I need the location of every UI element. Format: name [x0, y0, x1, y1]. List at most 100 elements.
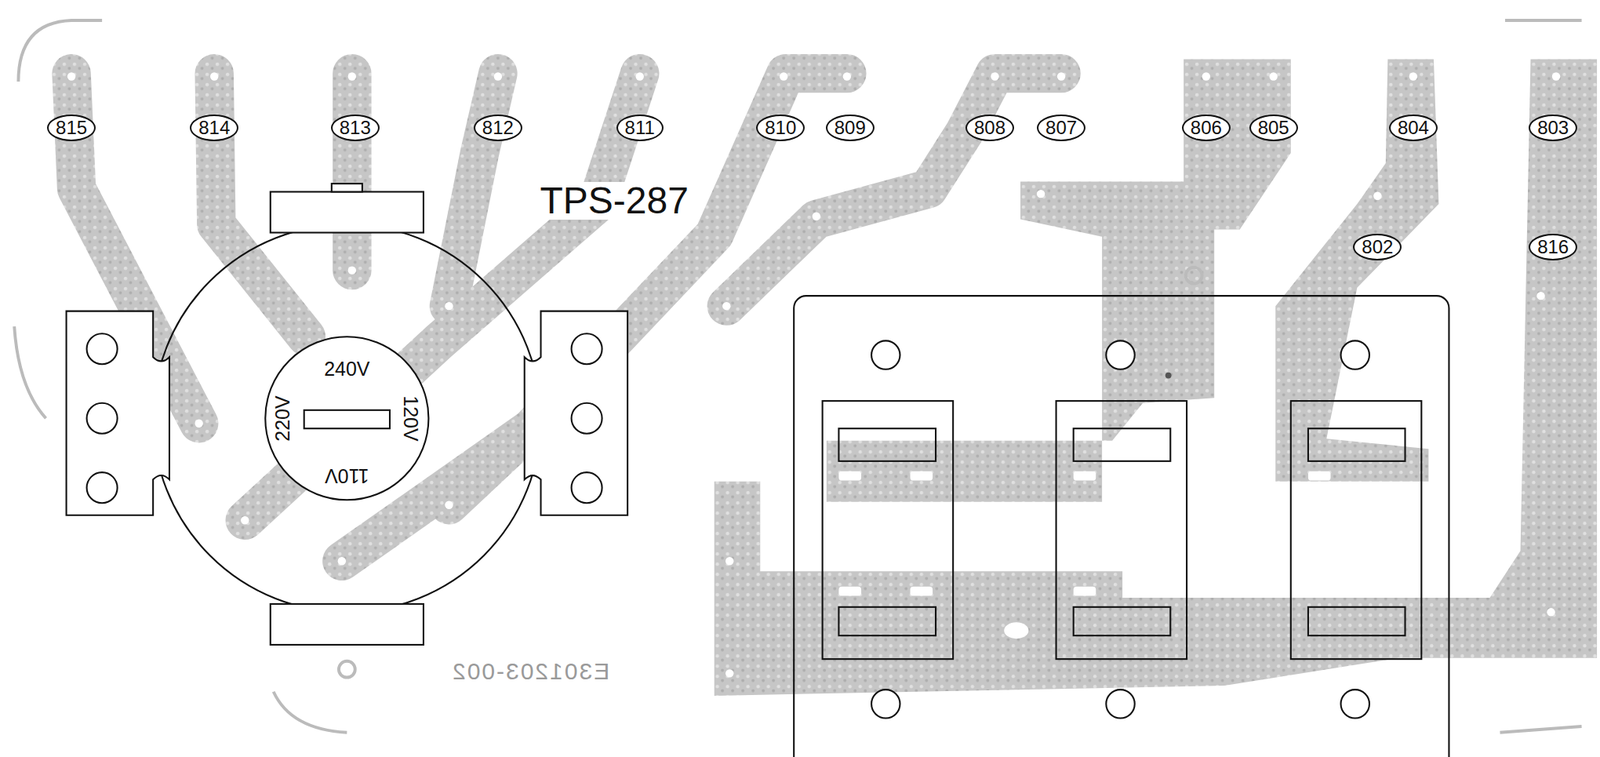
callout-number: 807 [1036, 114, 1086, 142]
pcb-graphic [194, 419, 203, 428]
pcb-graphic [571, 333, 603, 364]
callout-number: 810 [756, 114, 805, 142]
pcb-graphic [822, 400, 954, 659]
pcb-graphic [571, 403, 603, 434]
pcb-graphic [304, 410, 390, 429]
pcb-graphic [348, 72, 357, 80]
pcb-graphic [1003, 621, 1029, 639]
pcb-graphic [793, 295, 1449, 757]
copper-areas [714, 58, 1597, 696]
voltage-label: 240V [323, 359, 370, 379]
pcb-graphic [1308, 586, 1331, 597]
callout-number: 813 [330, 114, 380, 142]
pcb-graphic [444, 501, 453, 510]
pcb-graphic [726, 73, 1062, 307]
pcb-graphic [910, 471, 934, 481]
pcb-graphic [1409, 72, 1418, 80]
pcb-graphic [1505, 18, 1582, 22]
callout-number: 806 [1181, 114, 1231, 142]
relay-pads [838, 471, 1402, 639]
pcb-graphic [812, 212, 821, 221]
pcb-graphic [843, 72, 851, 80]
pcb-graphic [210, 72, 219, 80]
pcb-graphic [1341, 340, 1370, 369]
callout-number: 803 [1528, 114, 1578, 142]
callout-number: 811 [616, 114, 664, 142]
pcb-graphic [1373, 192, 1382, 200]
pcb-graphic [1073, 586, 1097, 597]
pcb-graphic [1056, 400, 1188, 659]
pcb-graphic [332, 73, 371, 271]
voltage-label: 220V [272, 395, 293, 441]
pcb-graphic [1073, 428, 1171, 462]
pcb-graphic [1073, 607, 1171, 636]
callout-number: 809 [825, 114, 875, 142]
pcb-graphic [1275, 58, 1439, 481]
pcb-graphic [494, 72, 502, 80]
pcb-graphic [1308, 471, 1331, 481]
pcb-graphic [838, 607, 936, 636]
pcb-graphic [265, 336, 429, 500]
pcb-graphic [826, 58, 1291, 502]
pcb-graphic [1552, 72, 1560, 80]
pcb-graphic [270, 603, 424, 645]
callout-number: 816 [1528, 233, 1578, 261]
callout-number: 805 [1249, 114, 1299, 142]
pcb-graphic [1073, 471, 1097, 481]
pcb-graphic [725, 669, 734, 677]
pcb-graphic [838, 428, 936, 462]
pcb-graphic [1290, 400, 1422, 659]
part-number: E301203-002 [450, 659, 610, 684]
voltage-selector: 240V220V120V110V [265, 336, 429, 500]
pcb-graphic [722, 301, 731, 310]
pcb-graphic [1145, 471, 1168, 481]
pcb-graphic [725, 556, 734, 565]
callout-number: 812 [473, 114, 523, 142]
pcb-graphic [1536, 291, 1545, 300]
board-name: TPS-287 [537, 181, 692, 220]
pcb-graphic [240, 516, 249, 524]
pcb-graphic [1308, 428, 1406, 462]
mounting-holes [871, 340, 1370, 718]
pcb-graphic [1036, 189, 1045, 198]
pcb-graphic [348, 265, 357, 274]
pcb-graphic [273, 691, 348, 733]
pcb-graphic [331, 183, 363, 192]
component-outline [152, 224, 541, 612]
relay-outline [793, 295, 1449, 757]
pcb-graphic [87, 472, 118, 503]
pcb-graphic [990, 72, 999, 80]
callout-number: 815 [47, 114, 96, 142]
pcb-graphic [779, 72, 788, 80]
callout-number: 814 [189, 114, 239, 142]
pcb-graphic [871, 689, 900, 718]
pcb-graphic [571, 472, 603, 503]
pcb-graphic [524, 311, 628, 516]
pcb-graphic [87, 403, 118, 434]
callout-number: 808 [965, 114, 1015, 142]
pcb-graphic [338, 661, 356, 678]
pcb-graphic [1105, 689, 1135, 718]
pcb-graphic [270, 192, 424, 233]
board-holes [338, 267, 1203, 678]
pcb-graphic [1546, 607, 1555, 616]
pcb-graphic [910, 586, 934, 597]
pcb-graphic [838, 471, 862, 481]
pcb-graphic [1379, 586, 1403, 597]
pcb-graphic [152, 224, 541, 612]
pcb-graphic [1308, 607, 1406, 636]
pcb-graphic [1500, 726, 1582, 733]
voltage-label: 110V [324, 465, 370, 486]
pcb-graphic [1202, 72, 1211, 80]
callout-number: 804 [1389, 114, 1438, 142]
pcb-graphic [67, 72, 76, 80]
pcb-graphic [66, 311, 170, 516]
pcb-graphic [341, 73, 848, 562]
pcb-graphic [1145, 586, 1168, 597]
dot-mark [1165, 372, 1172, 379]
pcb-graphic [448, 428, 531, 506]
pcb-graphic [636, 72, 644, 80]
solder-holes [67, 72, 1560, 677]
